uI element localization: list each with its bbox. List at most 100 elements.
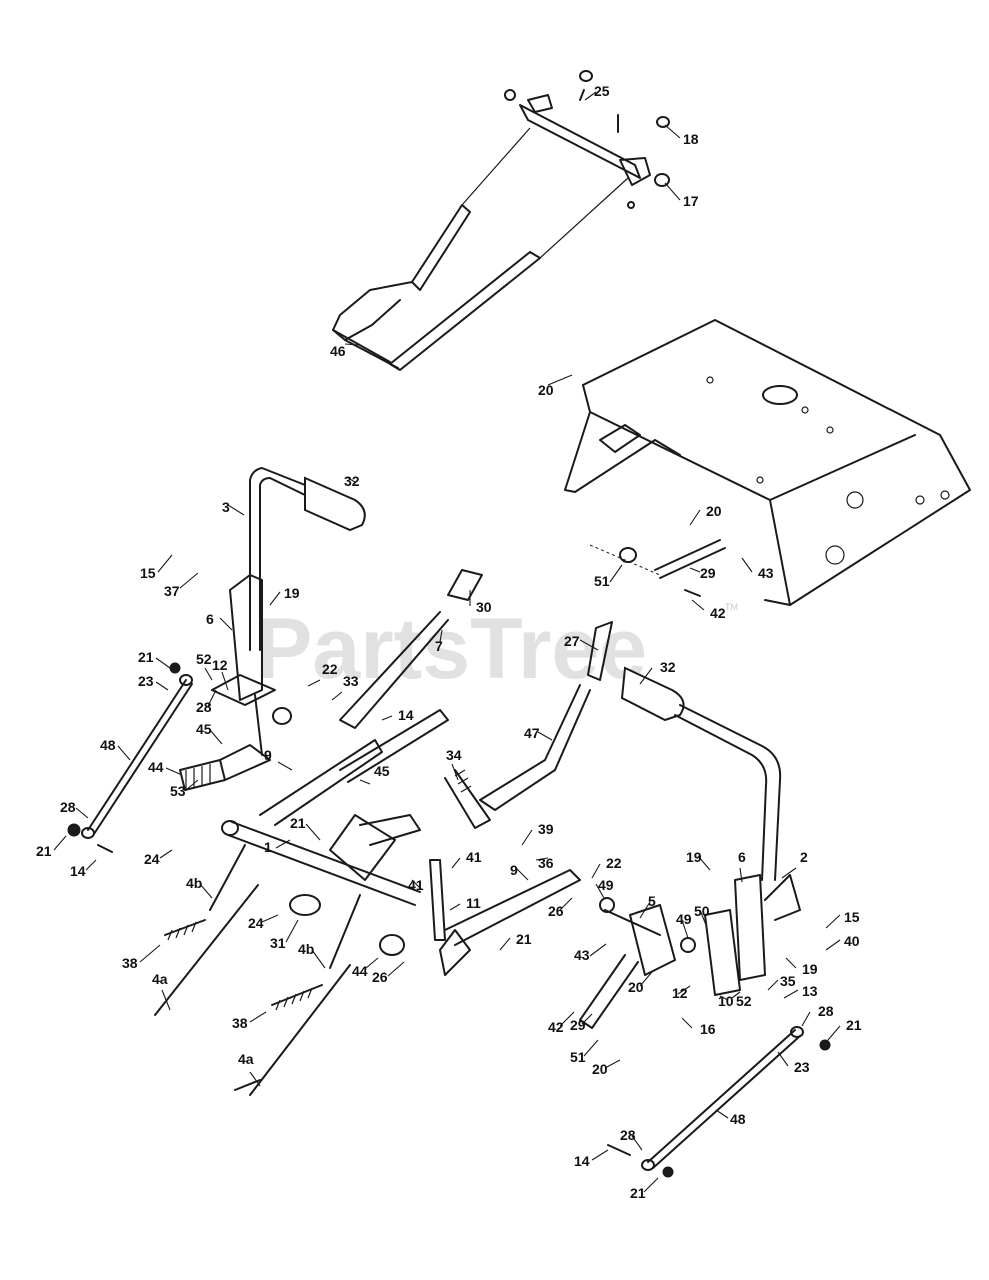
callout-label-24[interactable]: 24 xyxy=(144,851,160,867)
callout-label-20[interactable]: 20 xyxy=(538,382,554,398)
callout-label-33[interactable]: 33 xyxy=(343,673,359,689)
callout-label-38[interactable]: 38 xyxy=(232,1015,248,1031)
callout-label-28[interactable]: 28 xyxy=(818,1003,834,1019)
callout-label-2[interactable]: 2 xyxy=(800,849,808,865)
callout-label-4a[interactable]: 4a xyxy=(152,971,168,987)
callout-label-21[interactable]: 21 xyxy=(290,815,306,831)
callout-label-29[interactable]: 29 xyxy=(700,565,716,581)
callout-label-37[interactable]: 37 xyxy=(164,583,180,599)
callout-label-22[interactable]: 22 xyxy=(606,855,622,871)
callout-label-21[interactable]: 21 xyxy=(516,931,532,947)
callout-label-24[interactable]: 24 xyxy=(248,915,264,931)
callout-label-12[interactable]: 12 xyxy=(672,985,688,1001)
callout-label-28[interactable]: 28 xyxy=(60,799,76,815)
callout-label-42[interactable]: 42 xyxy=(710,605,726,621)
callout-label-4a[interactable]: 4a xyxy=(238,1051,254,1067)
callout-label-51[interactable]: 51 xyxy=(570,1049,586,1065)
callout-leader xyxy=(155,657,171,669)
callout-label-44[interactable]: 44 xyxy=(352,963,368,979)
callout-label-49[interactable]: 49 xyxy=(676,911,692,927)
callout-label-17[interactable]: 17 xyxy=(683,193,699,209)
callout-label-7[interactable]: 7 xyxy=(435,638,443,654)
callout-label-9[interactable]: 9 xyxy=(510,862,518,878)
callout-label-16[interactable]: 16 xyxy=(700,1021,716,1037)
callout-label-47[interactable]: 47 xyxy=(524,725,540,741)
callout-label-28[interactable]: 28 xyxy=(620,1127,636,1143)
callout-label-30[interactable]: 30 xyxy=(476,599,492,615)
callout-label-28[interactable]: 28 xyxy=(196,699,212,715)
callout-label-49[interactable]: 49 xyxy=(598,877,614,893)
callout-label-10[interactable]: 10 xyxy=(718,993,734,1009)
callout-label-20[interactable]: 20 xyxy=(706,503,722,519)
callout-label-23[interactable]: 23 xyxy=(138,673,154,689)
callout-label-52[interactable]: 52 xyxy=(196,651,212,667)
callout-label-53[interactable]: 53 xyxy=(170,783,186,799)
callout-label-15[interactable]: 15 xyxy=(140,565,156,581)
callout-label-25[interactable]: 25 xyxy=(594,83,610,99)
callout-label-20[interactable]: 20 xyxy=(628,979,644,995)
callout-label-50[interactable]: 50 xyxy=(694,903,710,919)
callout-label-32[interactable]: 32 xyxy=(344,473,360,489)
callout-leader xyxy=(579,639,599,651)
callout-label-41[interactable]: 41 xyxy=(408,877,424,893)
callout-label-26[interactable]: 26 xyxy=(548,903,564,919)
callout-label-27[interactable]: 27 xyxy=(564,633,580,649)
callout-label-21[interactable]: 21 xyxy=(630,1185,646,1201)
callout-label-48[interactable]: 48 xyxy=(100,737,116,753)
callout-label-6[interactable]: 6 xyxy=(738,849,746,865)
callout-leader xyxy=(159,849,173,859)
callout-label-52[interactable]: 52 xyxy=(736,993,752,1009)
callout-label-3[interactable]: 3 xyxy=(222,499,230,515)
callout-label-43[interactable]: 43 xyxy=(574,947,590,963)
callout-label-13[interactable]: 13 xyxy=(802,983,818,999)
callout-label-22[interactable]: 22 xyxy=(322,661,338,677)
callout-label-19[interactable]: 19 xyxy=(284,585,300,601)
callout-leader xyxy=(739,867,743,883)
callout-label-34[interactable]: 34 xyxy=(446,747,462,763)
callout-label-14[interactable]: 14 xyxy=(70,863,86,879)
callout-label-23[interactable]: 23 xyxy=(794,1059,810,1075)
callout-label-11[interactable]: 11 xyxy=(466,895,481,911)
callout-label-40[interactable]: 40 xyxy=(844,933,860,949)
callout-label-46[interactable]: 46 xyxy=(330,343,346,359)
callout-label-21[interactable]: 21 xyxy=(36,843,52,859)
callout-label-19[interactable]: 19 xyxy=(802,961,818,977)
callout-label-38[interactable]: 38 xyxy=(122,955,138,971)
callout-label-9[interactable]: 9 xyxy=(264,747,272,763)
callout-leader xyxy=(249,1011,267,1023)
callout-label-45[interactable]: 45 xyxy=(196,721,212,737)
callout-label-14[interactable]: 14 xyxy=(574,1153,590,1169)
callout-label-21[interactable]: 21 xyxy=(138,649,154,665)
callout-label-21[interactable]: 21 xyxy=(846,1017,862,1033)
callout-label-26[interactable]: 26 xyxy=(372,969,388,985)
callout-label-32[interactable]: 32 xyxy=(660,659,676,675)
callout-label-29[interactable]: 29 xyxy=(570,1017,586,1033)
callout-leader xyxy=(204,667,213,681)
callout-label-12[interactable]: 12 xyxy=(212,657,228,673)
callout-label-4b[interactable]: 4b xyxy=(186,875,202,891)
callout-label-39[interactable]: 39 xyxy=(538,821,554,837)
callout-label-20[interactable]: 20 xyxy=(592,1061,608,1077)
callout-label-31[interactable]: 31 xyxy=(270,935,286,951)
callout-leader xyxy=(785,957,797,969)
callout-label-44[interactable]: 44 xyxy=(148,759,164,775)
callout-label-18[interactable]: 18 xyxy=(683,131,699,147)
callout-leader xyxy=(515,867,529,881)
callout-label-35[interactable]: 35 xyxy=(780,973,796,989)
callout-label-4b[interactable]: 4b xyxy=(298,941,314,957)
callout-label-42[interactable]: 42 xyxy=(548,1019,564,1035)
callout-label-48[interactable]: 48 xyxy=(730,1111,746,1127)
callout-label-45[interactable]: 45 xyxy=(374,763,390,779)
callout-label-36[interactable]: 36 xyxy=(538,855,554,871)
callout-label-43[interactable]: 43 xyxy=(758,565,774,581)
callout-label-6[interactable]: 6 xyxy=(206,611,214,627)
callout-label-1[interactable]: 1 xyxy=(264,839,272,855)
callout-label-15[interactable]: 15 xyxy=(844,909,860,925)
callout-label-5[interactable]: 5 xyxy=(648,893,656,909)
callout-leader xyxy=(664,182,681,201)
callout-label-41[interactable]: 41 xyxy=(466,849,482,865)
callout-label-14[interactable]: 14 xyxy=(398,707,414,723)
callout-label-51[interactable]: 51 xyxy=(594,573,610,589)
callout-leader xyxy=(261,914,279,923)
callout-label-19[interactable]: 19 xyxy=(686,849,702,865)
